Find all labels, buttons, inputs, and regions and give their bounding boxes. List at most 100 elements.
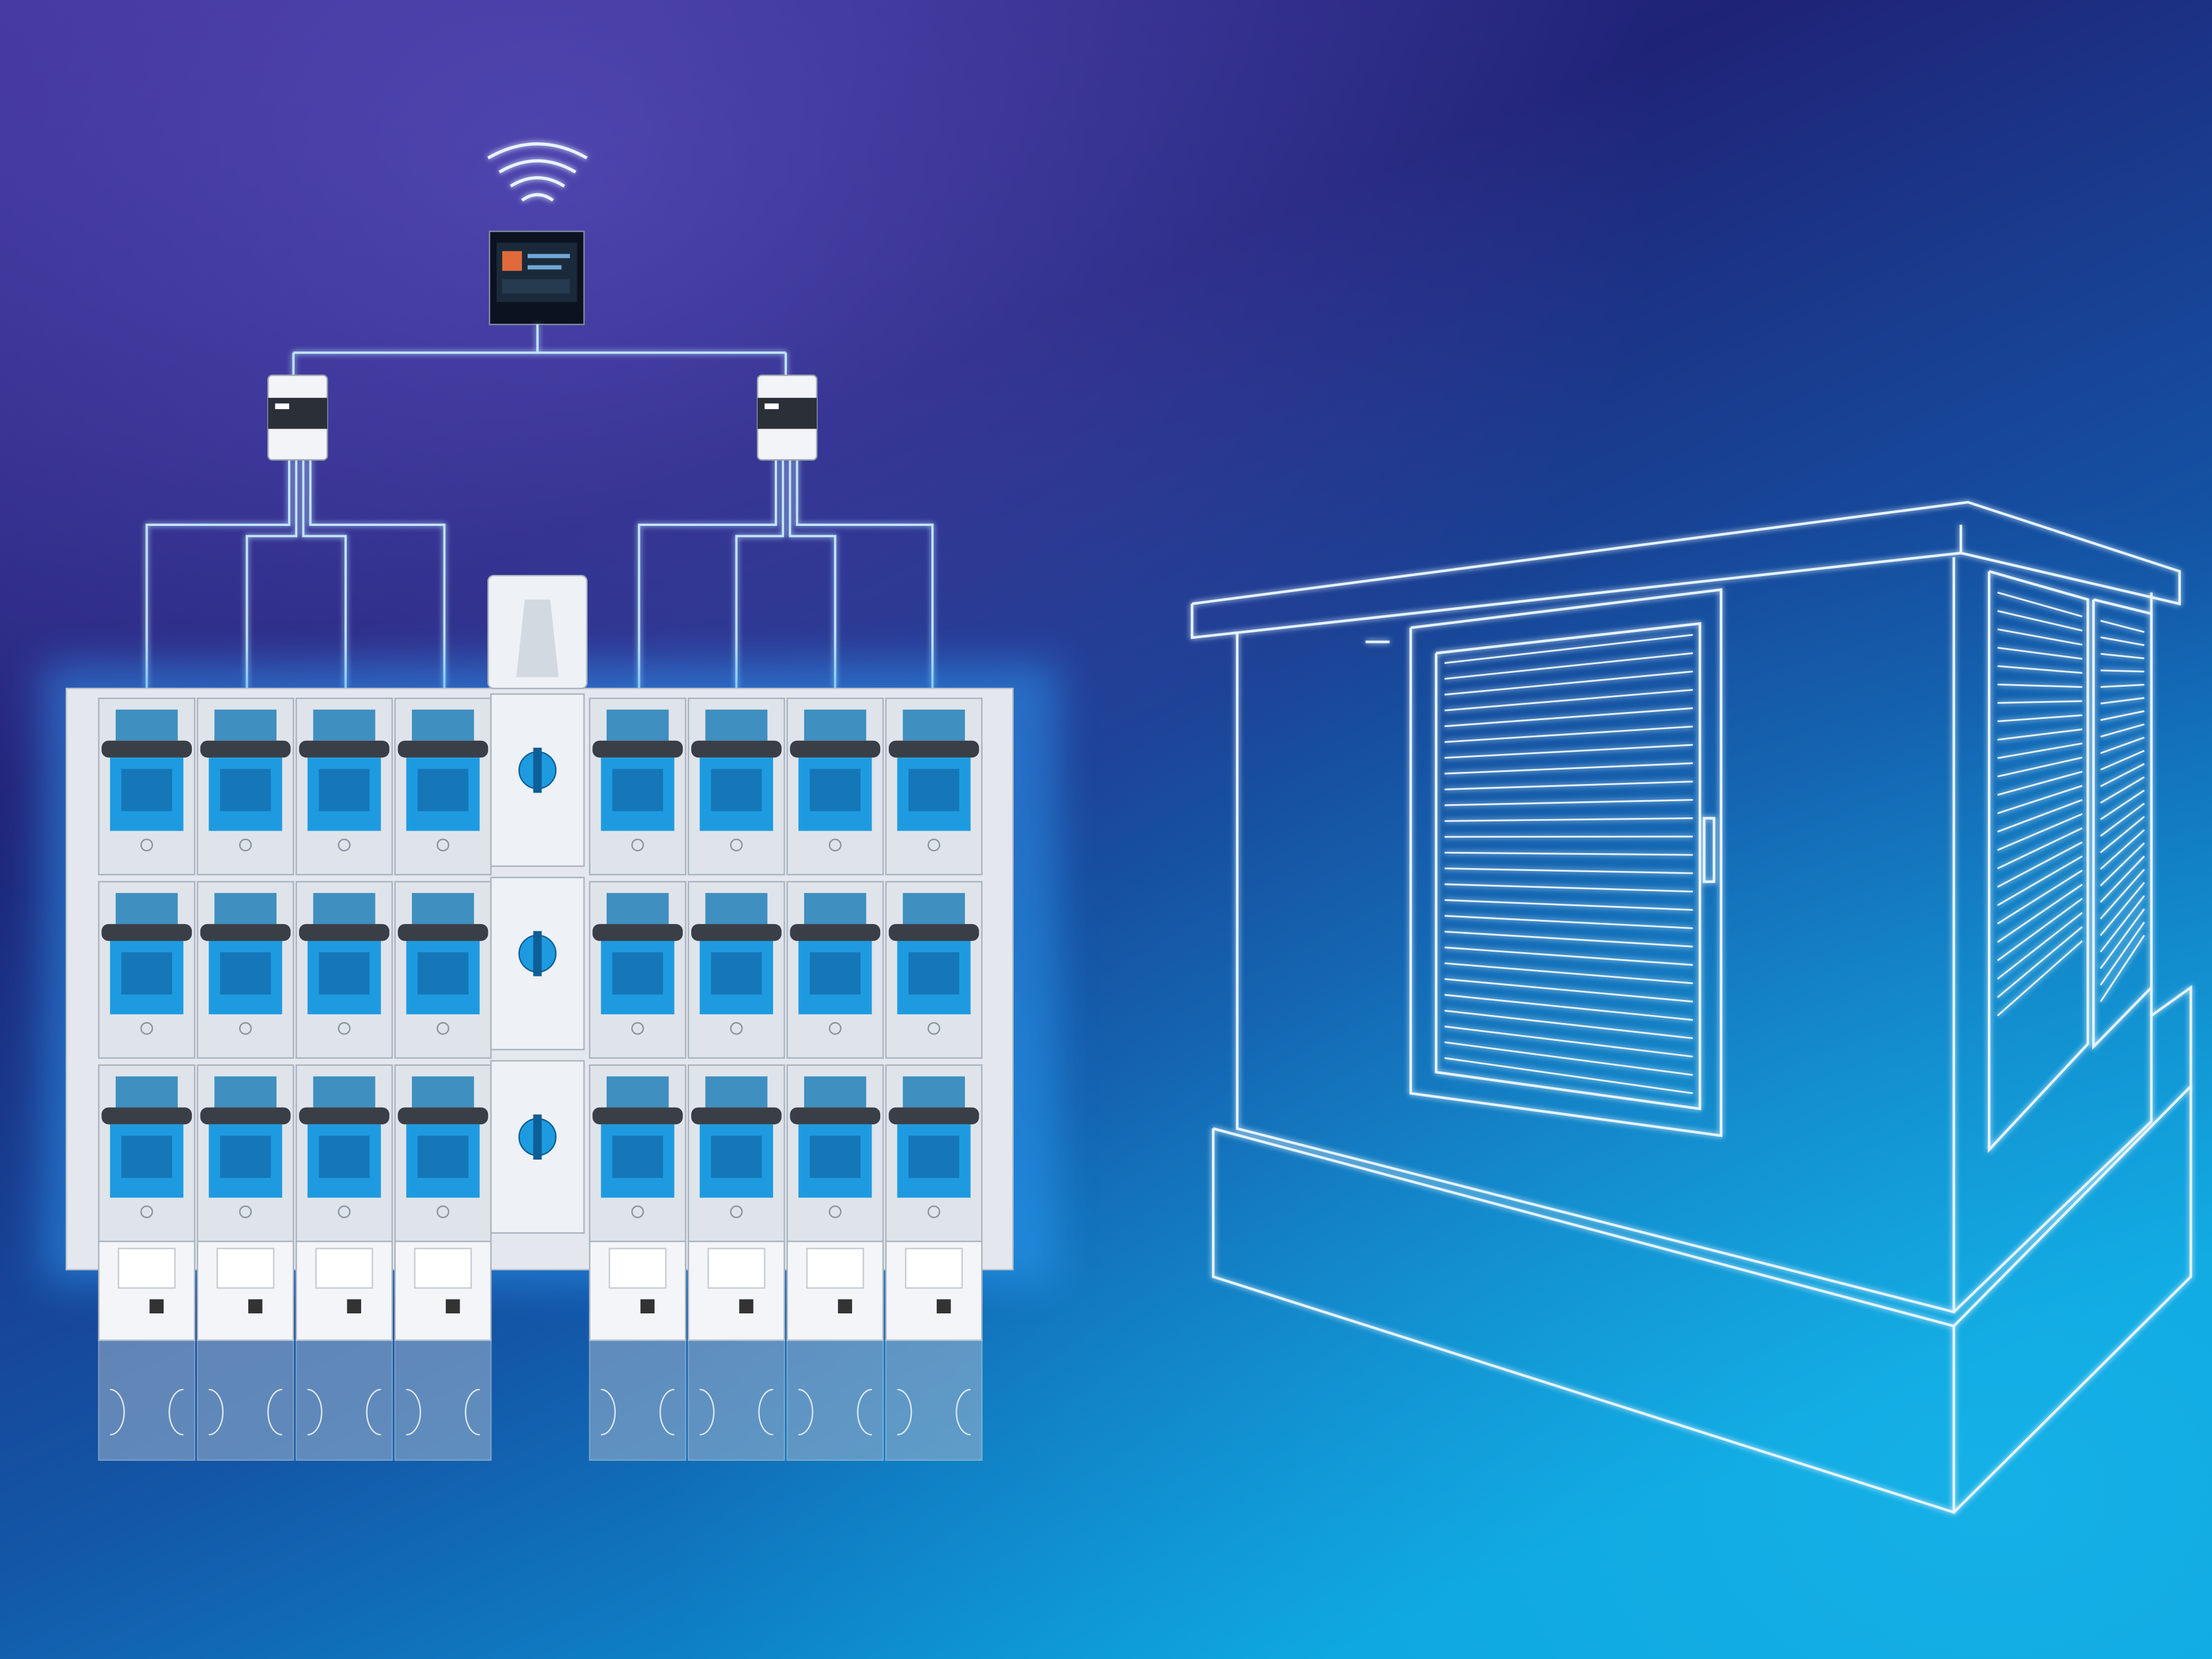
terminal-cover	[394, 1339, 492, 1461]
terminal-cover-detail	[897, 1389, 971, 1435]
fuse-link	[908, 1135, 960, 1178]
screw	[631, 1022, 644, 1035]
fuse-link	[612, 952, 664, 995]
label-module	[98, 1240, 196, 1461]
label-window	[806, 1248, 864, 1289]
louver-slat	[2100, 869, 2145, 920]
fuse-handle	[299, 1107, 389, 1124]
screw	[730, 1205, 743, 1218]
fuse-link	[319, 1135, 370, 1178]
louver-slat	[1444, 915, 1693, 929]
fuse-window	[313, 893, 376, 925]
screw	[730, 1022, 743, 1035]
louver-slat	[1444, 851, 1693, 856]
fuse-handle	[299, 740, 389, 758]
louver-slat	[2100, 842, 2145, 887]
fuse-column	[394, 698, 492, 1461]
louver-slat	[1997, 855, 2083, 906]
louver-slat	[1997, 743, 2082, 759]
fuse-window	[313, 1076, 376, 1108]
rotary-switch-icon	[490, 877, 585, 1051]
terminal-cover	[296, 1339, 393, 1461]
qr-code	[149, 1299, 164, 1313]
fuse-window	[115, 709, 178, 741]
fuse-link	[711, 1135, 762, 1178]
fuse-handle	[101, 924, 192, 941]
communication-wires	[145, 324, 1366, 872]
label-window	[414, 1248, 472, 1289]
louver-slat	[1444, 946, 1693, 966]
terminal-cover	[786, 1339, 884, 1461]
louver-slat	[1444, 781, 1693, 790]
louver-slat	[1444, 744, 1693, 759]
fuse-column	[296, 698, 393, 1461]
louver-slat	[1997, 700, 2082, 704]
louver-slat	[1997, 897, 2083, 961]
display-icon	[488, 230, 585, 325]
terminal-cover-detail	[406, 1389, 480, 1435]
fuse-module	[394, 1064, 492, 1243]
fuse-window	[607, 893, 669, 925]
fuse-module	[98, 1064, 196, 1243]
fuse-column	[589, 698, 687, 1461]
fuse-module	[885, 698, 983, 876]
screw	[338, 1205, 351, 1218]
rotary-switch-icon	[490, 693, 585, 867]
louver-slat	[1444, 1041, 1693, 1076]
louver-slat	[1997, 799, 2083, 833]
louver-slat	[2100, 736, 2145, 754]
screw	[239, 1022, 252, 1035]
louver-slat	[1444, 671, 1693, 696]
louver-slat	[2100, 829, 2145, 870]
louver-slat	[1444, 994, 1693, 1021]
louver-slat	[1997, 869, 2083, 925]
screw	[631, 838, 644, 851]
label-module	[589, 1240, 687, 1461]
louver-slat	[1997, 841, 2083, 888]
fuse-window	[412, 893, 474, 925]
screw	[927, 1022, 941, 1035]
fuse-handle	[691, 924, 782, 941]
screw	[631, 1205, 644, 1218]
fuse-link	[809, 768, 861, 812]
fuse-link	[711, 768, 762, 812]
louver-slat	[1997, 827, 2083, 870]
fuse-handle	[397, 924, 488, 941]
fuse-module	[196, 1064, 294, 1243]
louver-slat	[1444, 930, 1693, 948]
louver-slat	[1997, 610, 2083, 632]
fuse-window	[903, 709, 965, 741]
fuse-link	[908, 768, 960, 812]
fuse-window	[804, 893, 866, 925]
fuse-module	[687, 1064, 785, 1243]
screw	[239, 838, 252, 851]
louver-slat	[1444, 1009, 1693, 1039]
louver-slat	[1997, 940, 2083, 1017]
terminal-cover	[196, 1339, 294, 1461]
qr-code	[347, 1299, 361, 1313]
louver-slat	[2100, 723, 2145, 738]
fuse-link	[809, 1135, 861, 1178]
fuse-link	[319, 768, 370, 812]
fuse-handle	[790, 740, 881, 758]
fuse-module	[589, 1064, 687, 1243]
qr-code	[739, 1299, 753, 1313]
fuse-handle	[200, 740, 291, 758]
label-window	[707, 1248, 766, 1289]
fuse-module	[885, 1064, 983, 1243]
fuse-window	[903, 1076, 965, 1108]
fuse-handle	[790, 924, 881, 941]
fuse-module	[296, 881, 393, 1059]
fuse-module	[196, 881, 294, 1059]
fuse-module	[394, 698, 492, 876]
louver-slat	[1997, 912, 2083, 980]
louver-slat	[2100, 636, 2145, 646]
louver-slat	[1444, 762, 1693, 775]
fuse-handle	[101, 740, 192, 758]
fuse-window	[115, 893, 178, 925]
screw	[436, 1022, 449, 1035]
fuse-module	[687, 881, 785, 1059]
louver-slat	[1997, 756, 2083, 778]
fuse-window	[903, 893, 965, 925]
